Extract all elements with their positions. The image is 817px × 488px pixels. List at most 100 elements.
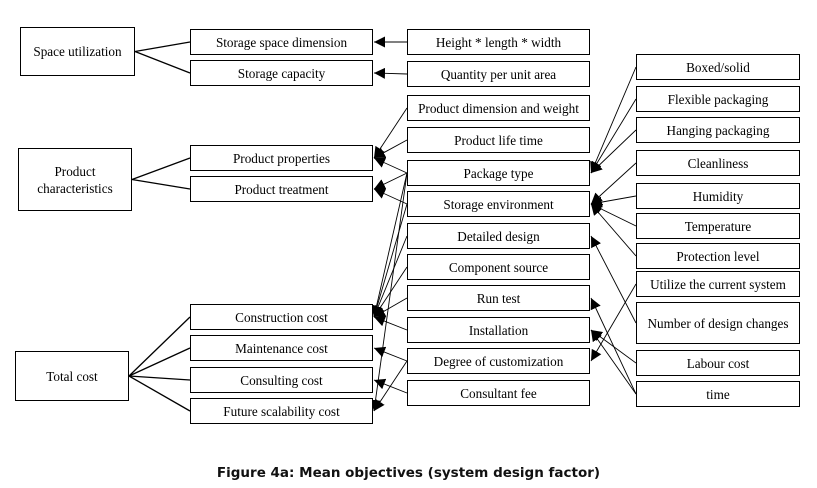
subfactor-protection-level: Protection level (636, 243, 800, 269)
node-label: Product treatment (234, 181, 329, 197)
factor-detailed-design: Detailed design (407, 223, 590, 249)
node-label: Temperature (684, 218, 752, 234)
node-label: Flexible packaging (667, 91, 769, 107)
subfactor-temperature: Temperature (636, 213, 800, 239)
arrow-ndc-to-dd (590, 235, 637, 324)
arrow-doc-to-fsc (373, 360, 408, 412)
arrow-qpa-to-sc (373, 67, 408, 79)
subfactor-cleanliness: Cleanliness (636, 150, 800, 176)
objective-future-scalability-cost: Future scalability cost (190, 398, 373, 424)
factor-quantity-per-unit-area: Quantity per unit area (407, 61, 590, 87)
node-label: Package type (463, 165, 534, 181)
factor-component-source: Component source (407, 254, 590, 280)
arrow-pkt-to-pt (373, 172, 408, 190)
factor-height-length-width: Height * length * width (407, 29, 590, 55)
objective-storage-capacity: Storage capacity (190, 60, 373, 86)
objective-maintenance-cost: Maintenance cost (190, 335, 373, 361)
subfactor-number-of-design-changes: Number of design changes (636, 302, 800, 344)
arrow-se-to-pt (373, 188, 408, 205)
root-link-prodchar-pt (131, 178, 191, 190)
node-label: time (706, 386, 730, 402)
arrow-te-to-se (590, 203, 637, 227)
objective-construction-cost: Construction cost (190, 304, 373, 330)
node-label: Consultant fee (460, 385, 537, 401)
arrow-tm-to-rt (590, 297, 637, 395)
node-label: Product characteristics (37, 163, 113, 196)
node-label: Boxed/solid (686, 59, 750, 75)
arrow-plt-to-pp (373, 139, 408, 159)
node-label: Storage space dimension (215, 34, 348, 50)
root-link-space-sc (134, 50, 191, 74)
arrow-pl-to-se (590, 203, 637, 257)
arrow-bs-to-pkt (590, 66, 637, 174)
objective-consulting-cost: Consulting cost (190, 367, 373, 393)
node-label: Detailed design (457, 228, 540, 244)
root-link-total-mc (128, 347, 191, 377)
node-label: Humidity (692, 188, 744, 204)
root-link-total-csc (128, 375, 191, 381)
node-label: Product life time (454, 132, 543, 148)
node-label: Number of design changes (647, 315, 789, 331)
root-link-prodchar-pp (131, 157, 191, 181)
subfactor-boxed-solid: Boxed/solid (636, 54, 800, 80)
arrow-hp-to-pkt (590, 129, 637, 174)
arrow-pkt-to-pp (373, 157, 408, 174)
node-label: Storage capacity (237, 65, 326, 81)
root-link-total-fsc (128, 375, 191, 412)
objective-product-properties: Product properties (190, 145, 373, 171)
root-product-characteristics: Product characteristics (18, 148, 132, 211)
factor-installation: Installation (407, 317, 590, 343)
factor-consultant-fee: Consultant fee (407, 380, 590, 406)
arrow-se-to-cc (371, 203, 408, 318)
node-label: Labour cost (686, 355, 750, 371)
subfactor-flexible-packaging: Flexible packaging (636, 86, 800, 112)
subfactor-utilize-current-system: Utilize the current system (636, 271, 800, 297)
node-label: Quantity per unit area (440, 66, 557, 82)
subfactor-time: time (636, 381, 800, 407)
subfactor-humidity: Humidity (636, 183, 800, 209)
node-label: Component source (448, 259, 549, 275)
factor-package-type: Package type (407, 160, 590, 186)
node-label: Product dimension and weight (418, 100, 579, 116)
arrow-dd-to-cc (373, 235, 408, 318)
node-label: Product properties (232, 150, 331, 166)
subfactor-hanging-packaging: Hanging packaging (636, 117, 800, 143)
arrow-fp-to-pkt (590, 98, 637, 174)
factor-product-life-time: Product life time (407, 127, 590, 153)
arrow-tm-to-ins (590, 329, 637, 395)
node-label: Maintenance cost (235, 340, 328, 356)
node-label: Space utilization (33, 44, 122, 59)
node-label: Utilize the current system (650, 276, 786, 292)
node-label: Protection level (676, 248, 760, 264)
arrow-doc-to-mc (373, 346, 408, 362)
arrow-pkt-to-cc (371, 172, 408, 318)
node-label: Height * length * width (435, 34, 562, 50)
node-label: Total cost (46, 368, 98, 384)
factor-run-test: Run test (407, 285, 590, 311)
factor-product-dimension-and-weight: Product dimension and weight (407, 95, 590, 121)
node-label: Run test (476, 290, 521, 306)
arrow-ins-to-cc (373, 315, 408, 331)
node-label: Storage environment (443, 196, 554, 212)
node-label: Construction cost (235, 309, 328, 325)
node-label: Consulting cost (240, 372, 323, 388)
figure-caption: Figure 4a: Mean objectives (system desig… (216, 465, 601, 481)
node-label: Future scalability cost (223, 403, 340, 419)
node-label: Installation (468, 322, 529, 338)
root-total-cost: Total cost (15, 351, 129, 401)
subfactor-labour-cost: Labour cost (636, 350, 800, 376)
root-link-total-cc (128, 316, 191, 377)
objective-product-treatment: Product treatment (190, 176, 373, 202)
factor-degree-of-customization: Degree of customization (407, 348, 590, 374)
arrow-pdw-to-pp (373, 107, 408, 159)
node-label: Degree of customization (433, 353, 564, 369)
objective-storage-space-dimension: Storage space dimension (190, 29, 373, 55)
root-space-utilization: Space utilization (20, 27, 135, 76)
arrow-cl-to-se (590, 162, 637, 205)
factor-storage-environment: Storage environment (407, 191, 590, 217)
root-link-space-ssd (134, 41, 191, 53)
arrow-ucs-to-doc (590, 283, 637, 362)
arrow-pkt-to-fsc (370, 172, 408, 412)
node-label: Cleanliness (687, 155, 749, 171)
